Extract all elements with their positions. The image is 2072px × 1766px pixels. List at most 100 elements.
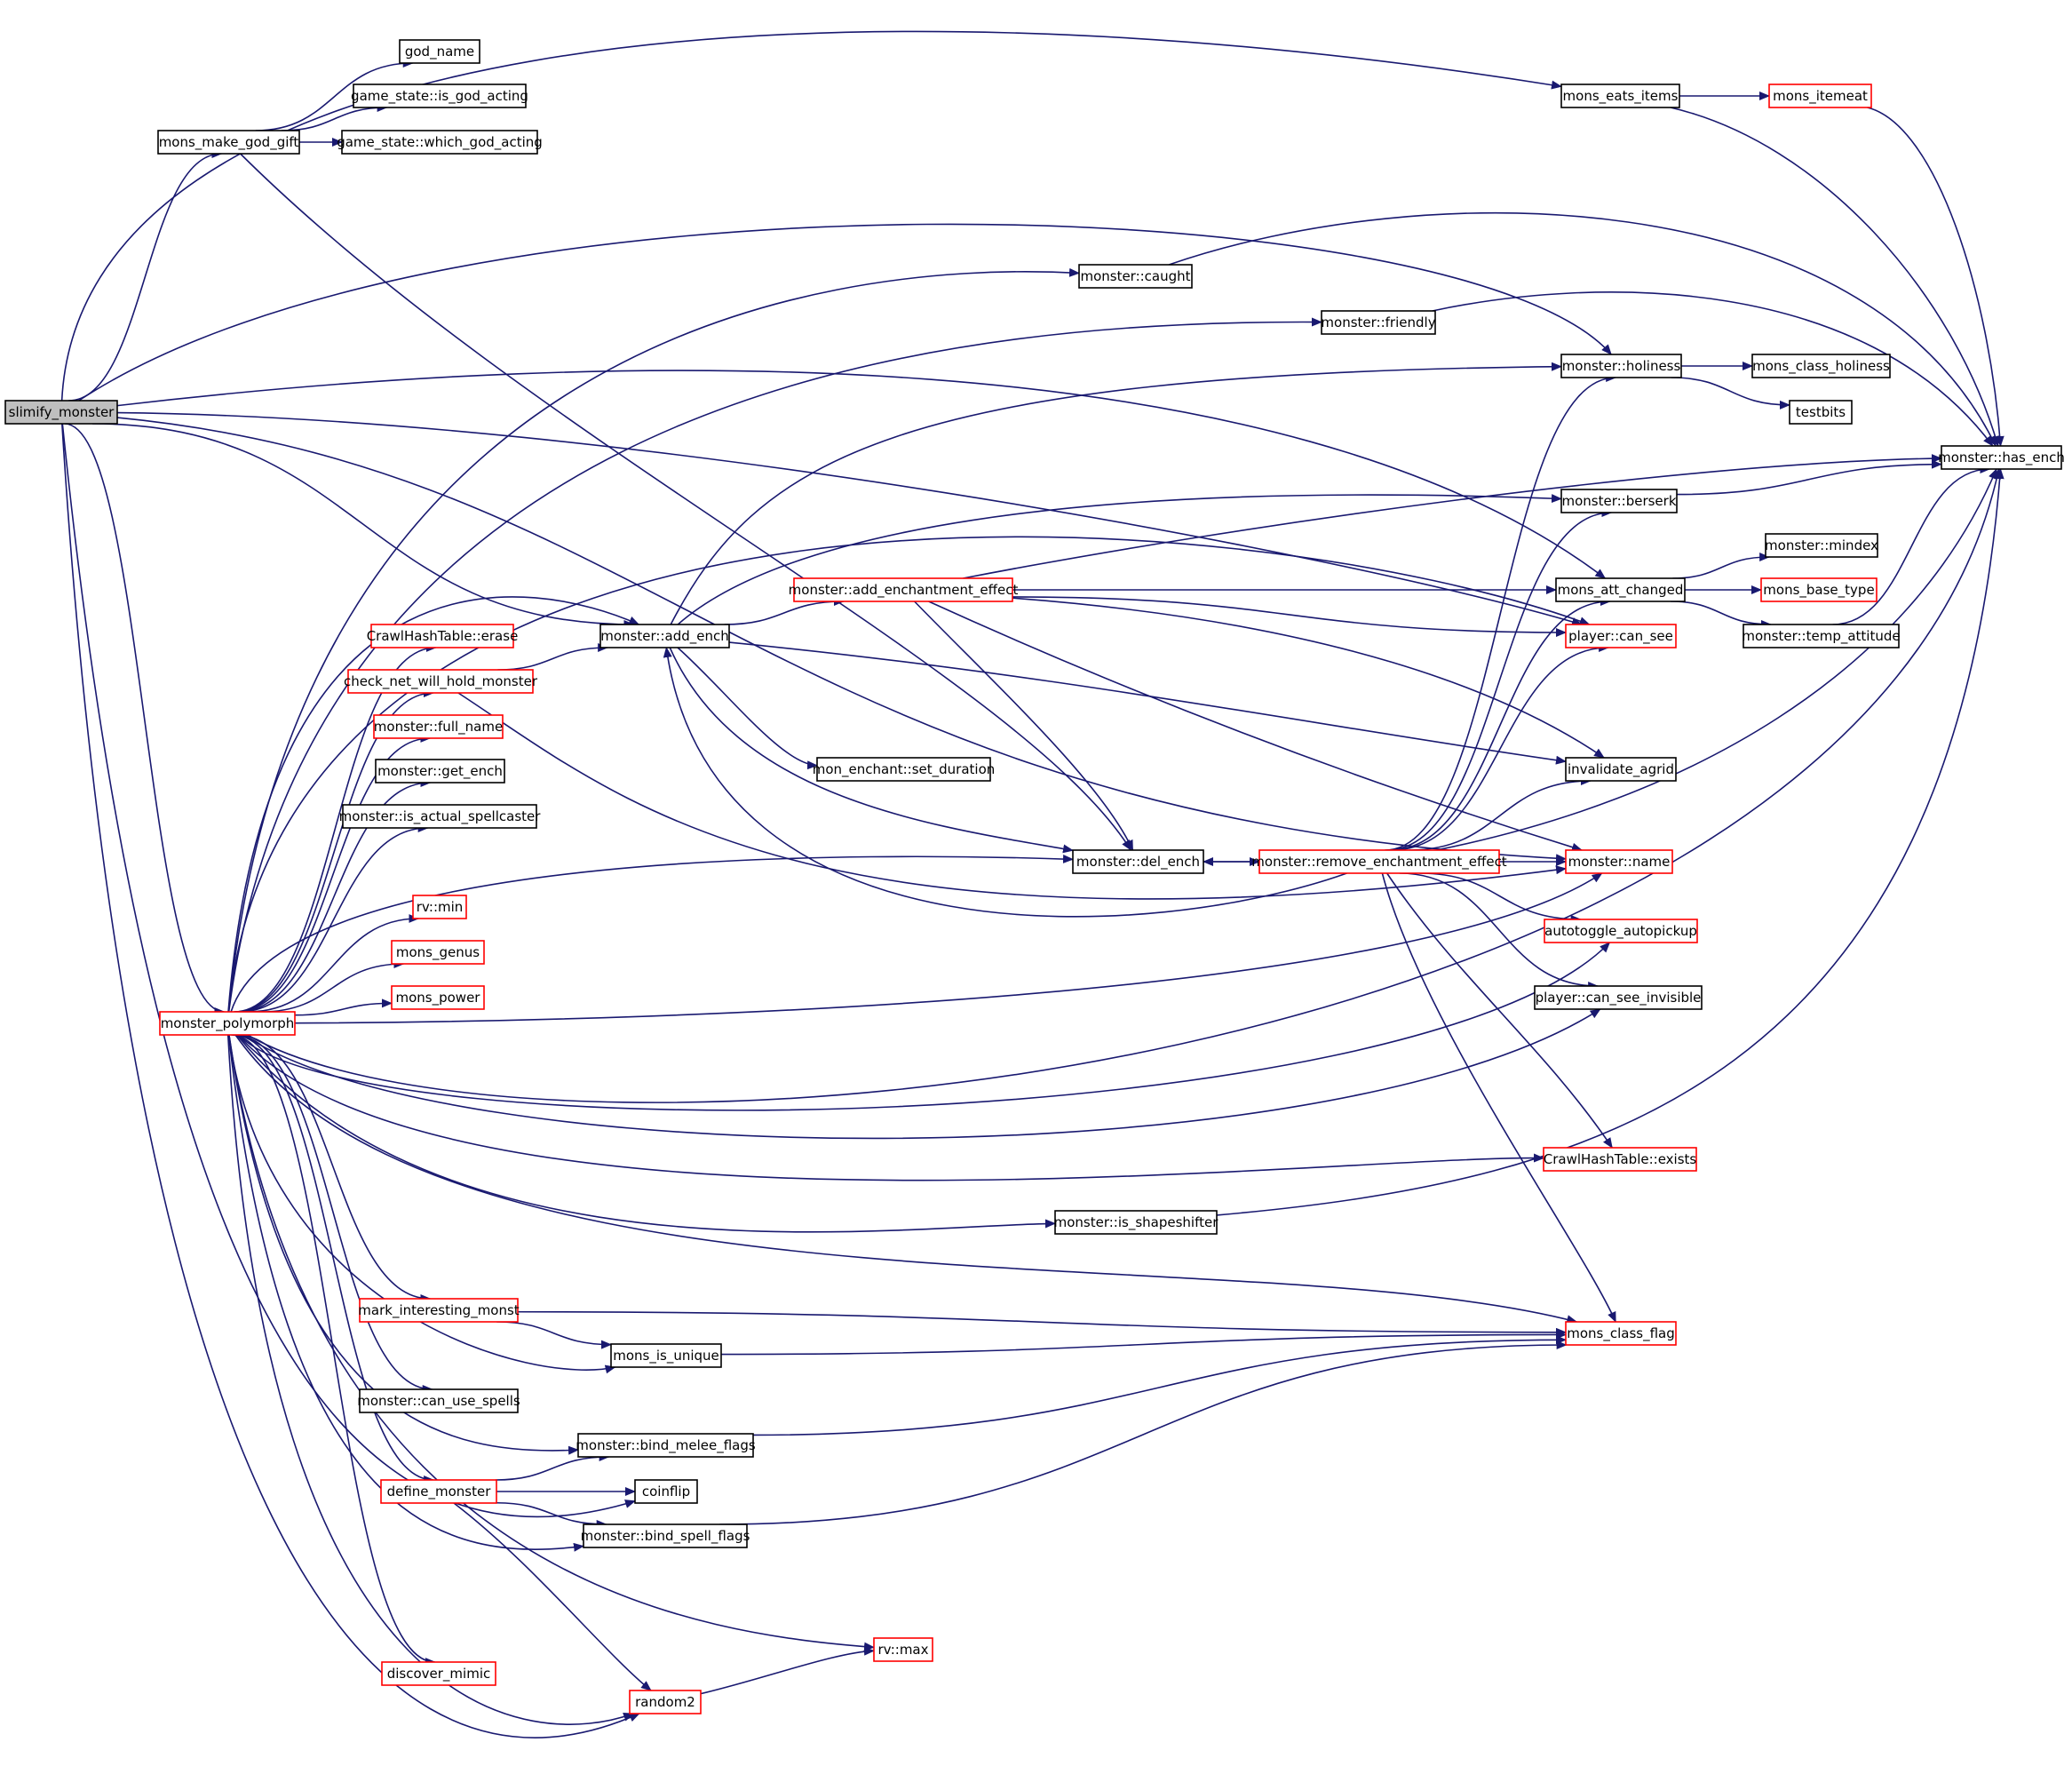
node-mons_base_type[interactable]: mons_base_type xyxy=(1760,577,1878,602)
node-box xyxy=(1565,624,1677,648)
node-label: mons_att_changed xyxy=(1558,582,1684,599)
node-mons_is_unique[interactable]: mons_is_unique xyxy=(610,1343,722,1368)
node-rv_max[interactable]: rv::max xyxy=(873,1637,933,1662)
node-mons_eats_items[interactable]: mons_eats_items xyxy=(1560,84,1680,108)
node-label: monster::berserk xyxy=(1561,493,1676,509)
node-caught[interactable]: monster::caught xyxy=(1078,264,1193,289)
edge-random2-to-rv_max xyxy=(700,1646,875,1695)
node-is_actual_spellcaster[interactable]: monster::is_actual_spellcaster xyxy=(339,804,542,829)
node-label: player::can_see_invisible xyxy=(1536,990,1702,1006)
edge-slimify_monster-to-holiness xyxy=(78,223,1612,402)
node-label: monster::get_ench xyxy=(377,763,503,780)
node-god_name[interactable]: god_name xyxy=(399,39,480,64)
node-testbits[interactable]: testbits xyxy=(1789,400,1853,425)
edge-bind_spell_flags-to-mons_class_flag xyxy=(719,1340,1568,1525)
edge-monster_polymorph-to-get_ench xyxy=(236,778,432,1013)
edge-remove_enchantment_effect-to-invalidate_agrid xyxy=(1409,776,1592,851)
node-discover_mimic[interactable]: discover_mimic xyxy=(381,1661,496,1686)
node-set_duration[interactable]: mon_enchant::set_duration xyxy=(813,757,996,782)
node-which_god_acting[interactable]: game_state::which_god_acting xyxy=(337,130,543,155)
edge-monster_polymorph-to-is_shapeshifter xyxy=(236,1034,1056,1233)
node-full_name[interactable]: monster::full_name xyxy=(373,714,504,739)
node-player_can_see[interactable]: player::can_see xyxy=(1565,624,1677,648)
node-add_enchantment_effect[interactable]: monster::add_enchantment_effect xyxy=(789,577,1019,602)
node-friendly[interactable]: monster::friendly xyxy=(1321,310,1436,335)
edge-remove_enchantment_effect-to-player_can_see_invisible xyxy=(1399,872,1600,990)
node-label: monster::is_shapeshifter xyxy=(1054,1214,1219,1231)
edge-remove_enchantment_effect-to-holiness xyxy=(1385,373,1617,851)
node-label: mons_itemeat xyxy=(1773,88,1868,105)
node-temp_attitude[interactable]: monster::temp_attitude xyxy=(1742,624,1901,648)
node-chash_erase[interactable]: CrawlHashTable::erase xyxy=(367,624,519,648)
node-label: rv::max xyxy=(877,1642,928,1658)
node-box xyxy=(816,757,991,782)
edge-slimify_monster-to-random2 xyxy=(61,423,640,1738)
node-check_net[interactable]: check_net_will_hold_monster xyxy=(344,669,538,694)
node-box xyxy=(1054,1210,1218,1235)
node-bind_spell_flags[interactable]: monster::bind_spell_flags xyxy=(581,1523,750,1548)
node-label: mon_enchant::set_duration xyxy=(813,761,996,778)
node-box xyxy=(1765,533,1878,558)
node-define_monster[interactable]: define_monster xyxy=(380,1479,497,1504)
node-add_ench[interactable]: monster::add_ench xyxy=(599,624,730,648)
node-mindex[interactable]: monster::mindex xyxy=(1765,533,1878,558)
node-box xyxy=(412,895,467,919)
edge-monster_polymorph-to-chash_exists xyxy=(237,1034,1544,1181)
node-remove_enchantment_effect[interactable]: monster::remove_enchantment_effect xyxy=(1251,849,1507,874)
node-mark_interesting[interactable]: mark_interesting_monst xyxy=(358,1298,520,1323)
edge-monster_polymorph-to-rv_min xyxy=(248,914,420,1013)
edge-remove_enchantment_effect-to-autotoggle xyxy=(1419,872,1582,924)
edge-check_net-to-add_ench xyxy=(497,643,609,671)
node-monster_name[interactable]: monster::name xyxy=(1565,849,1673,874)
edge-add_ench-to-berserk xyxy=(677,494,1562,625)
edge-slimify_monster-to-coinflip xyxy=(61,423,636,1518)
node-box xyxy=(583,1523,748,1548)
edge-add_ench-to-add_enchantment_effect xyxy=(724,597,845,625)
node-coinflip[interactable]: coinflip xyxy=(634,1479,698,1504)
edge-monster_polymorph-to-add_ench xyxy=(227,596,640,1013)
node-is_shapeshifter[interactable]: monster::is_shapeshifter xyxy=(1054,1210,1219,1235)
node-box xyxy=(381,1661,496,1686)
node-box xyxy=(1565,757,1677,782)
edge-berserk-to-has_ench xyxy=(1676,459,1942,496)
node-slimify_monster[interactable]: slimify_monster xyxy=(4,400,118,425)
edge-layer xyxy=(60,30,2005,1738)
node-label: monster::caught xyxy=(1080,268,1190,284)
node-chash_exists[interactable]: CrawlHashTable::exists xyxy=(1543,1147,1697,1172)
node-mons_power[interactable]: mons_power xyxy=(391,985,485,1010)
node-is_god_acting[interactable]: game_state::is_god_acting xyxy=(351,84,528,108)
edge-mons_itemeat-to-has_ench xyxy=(1867,107,2005,447)
node-berserk[interactable]: monster::berserk xyxy=(1560,489,1678,513)
node-box xyxy=(157,130,300,155)
node-label: monster::mindex xyxy=(1765,537,1878,553)
edge-add_ench-to-holiness xyxy=(670,362,1562,625)
node-bind_melee_flags[interactable]: monster::bind_melee_flags xyxy=(576,1433,756,1458)
node-autotoggle[interactable]: autotoggle_autopickup xyxy=(1544,919,1698,943)
edge-monster_polymorph-to-full_name xyxy=(235,734,432,1013)
node-mons_make_god_gift[interactable]: mons_make_god_gift xyxy=(157,130,300,155)
node-monster_polymorph[interactable]: monster_polymorph xyxy=(159,1011,296,1036)
node-player_can_see_invisible[interactable]: player::can_see_invisible xyxy=(1534,985,1703,1010)
node-rv_min[interactable]: rv::min xyxy=(412,895,467,919)
node-random2[interactable]: random2 xyxy=(629,1690,702,1714)
node-mons_class_holiness[interactable]: mons_class_holiness xyxy=(1751,354,1891,378)
node-box xyxy=(399,39,480,64)
node-mons_att_changed[interactable]: mons_att_changed xyxy=(1555,577,1686,602)
node-holiness[interactable]: monster::holiness xyxy=(1560,354,1682,378)
node-box xyxy=(1258,849,1500,874)
node-del_ench[interactable]: monster::del_ench xyxy=(1072,849,1204,874)
edge-mons_att_changed-to-temp_attitude xyxy=(1670,601,1772,629)
edge-monster_polymorph-to-monster_name xyxy=(294,872,1603,1024)
node-label: CrawlHashTable::exists xyxy=(1544,1151,1697,1167)
node-box xyxy=(1078,264,1193,289)
node-mons_class_flag[interactable]: mons_class_flag xyxy=(1565,1321,1677,1346)
node-can_use_spells[interactable]: monster::can_use_spells xyxy=(357,1388,520,1413)
node-has_ench[interactable]: monster::has_ench xyxy=(1938,445,2065,470)
node-mons_itemeat[interactable]: mons_itemeat xyxy=(1768,84,1872,108)
edge-monster_polymorph-to-mark_interesting xyxy=(235,1034,432,1303)
node-label: monster::full_name xyxy=(374,719,503,736)
node-mons_genus[interactable]: mons_genus xyxy=(391,940,485,965)
node-get_ench[interactable]: monster::get_ench xyxy=(375,759,505,784)
edge-define_monster-to-bind_melee_flags xyxy=(495,1452,610,1481)
node-invalidate_agrid[interactable]: invalidate_agrid xyxy=(1565,757,1677,782)
